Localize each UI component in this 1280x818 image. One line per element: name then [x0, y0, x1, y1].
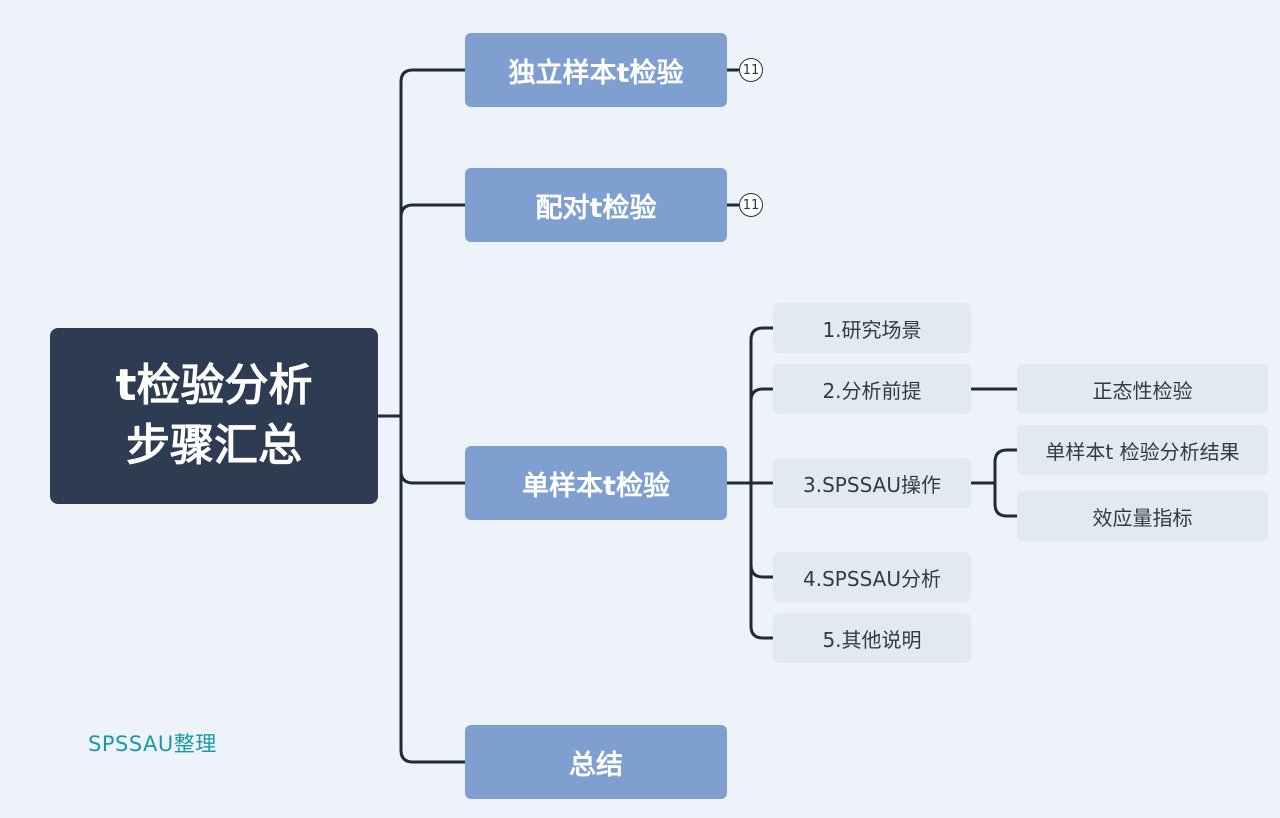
collapsed-count-badge[interactable]: 11	[739, 58, 763, 82]
step-spssau-analysis[interactable]: 4.SPSSAU分析	[773, 552, 971, 602]
step-connector-2	[749, 387, 775, 403]
leaf-effect-size[interactable]: 效应量指标	[1017, 491, 1268, 541]
branch-paired-t-test[interactable]: 配对t检验	[465, 168, 727, 242]
step-analysis-prerequisite[interactable]: 2.分析前提	[773, 364, 971, 414]
branch-summary[interactable]: 总结	[465, 725, 727, 799]
main-trunk	[399, 68, 467, 764]
operation-trunk	[993, 448, 1019, 518]
root-node[interactable]: t检验分析 步骤汇总	[50, 328, 378, 504]
branch-connector-single	[399, 469, 467, 485]
collapsed-count-badge[interactable]: 11	[739, 193, 763, 217]
step-connector-4	[749, 563, 775, 579]
root-title-line1: t检验分析	[115, 360, 313, 411]
root-title-line2: 步骤汇总	[126, 420, 302, 471]
step-spssau-operation[interactable]: 3.SPSSAU操作	[773, 458, 971, 508]
branch-connector-paired	[399, 203, 467, 219]
watermark-label: SPSSAU整理	[88, 732, 217, 756]
step-research-scenario[interactable]: 1.研究场景	[773, 303, 971, 353]
step-other-notes[interactable]: 5.其他说明	[773, 613, 971, 663]
branch-one-sample-t-test[interactable]: 单样本t检验	[465, 446, 727, 520]
leaf-normality-test[interactable]: 正态性检验	[1017, 364, 1268, 414]
leaf-one-sample-result[interactable]: 单样本t 检验分析结果	[1017, 425, 1268, 475]
branch-independent-sample-t-test[interactable]: 独立样本t检验	[465, 33, 727, 107]
